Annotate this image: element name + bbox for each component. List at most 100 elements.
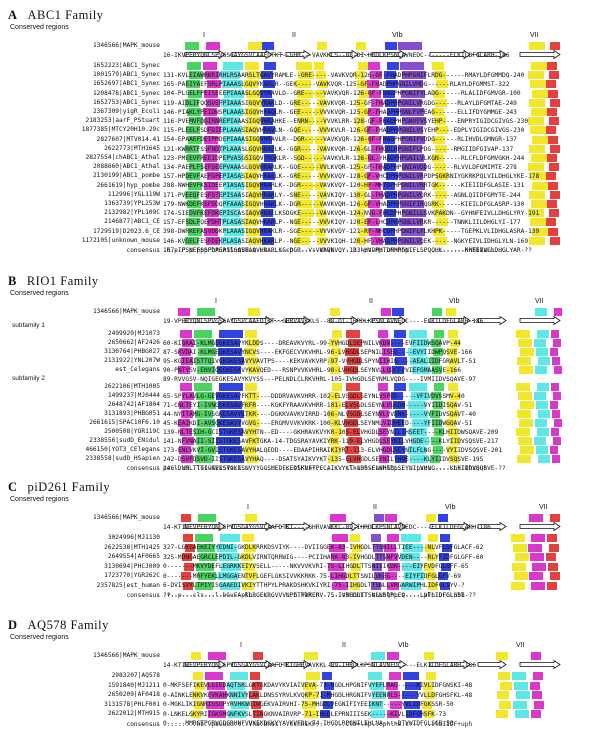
residue-block	[531, 710, 541, 718]
subfamily-label: subfamily 1	[12, 322, 45, 329]
residue-block	[547, 581, 557, 590]
residue-color-blocks	[0, 80, 612, 89]
sequence-residues: 115-PLEELFSDFDIEPLAAASIAQVHRAVLN--GQE---…	[163, 127, 525, 135]
residue-block	[448, 428, 458, 436]
sequence-label: 2130199|ABC1_pombe	[92, 172, 160, 180]
residue-block	[496, 710, 508, 718]
residue-color-blocks	[0, 172, 612, 181]
residue-block	[186, 172, 200, 181]
residue-block	[550, 572, 560, 580]
residue-color-blocks	[0, 154, 612, 162]
sequence-residues: 44-NYITAMG-IVSGKESAVYKTKR----DGKKVAVKVIR…	[163, 411, 476, 418]
residue-block	[385, 190, 397, 199]
residue-block	[424, 652, 434, 660]
sequence-label: 3024996|MJ1130	[107, 534, 160, 541]
residue-block	[432, 419, 442, 427]
residue-block	[547, 534, 557, 542]
residue-block	[207, 172, 221, 181]
region-label: VIb	[392, 32, 403, 39]
residue-block	[531, 154, 547, 162]
beta-strand-arrow	[519, 316, 561, 325]
beta-strand-arrow	[519, 660, 561, 669]
residue-block	[520, 446, 534, 454]
residue-block	[549, 71, 559, 80]
residue-block	[394, 330, 406, 338]
residue-block	[247, 163, 261, 172]
residue-block	[358, 62, 368, 70]
residue-block	[331, 446, 341, 454]
residue-block	[537, 383, 549, 391]
consensus-sequence: .........hb..pbLucu.c..Vhb.bhss...cchhIK…	[163, 720, 473, 728]
sequence-residues: 45-KEAIKDI-AVSGKESAVYVGVG----ERGMVVVKVKR…	[163, 420, 473, 427]
residue-block	[294, 236, 310, 245]
beta-strand-arrow	[519, 50, 561, 59]
region-label: VII	[539, 504, 548, 511]
residue-block	[436, 126, 448, 135]
residue-block	[221, 190, 241, 199]
residue-block	[314, 108, 324, 116]
beta-strand-arrow	[231, 522, 273, 531]
residue-block	[398, 190, 422, 199]
residue-block	[193, 672, 203, 680]
residue-block	[553, 437, 561, 445]
residue-block	[229, 691, 247, 699]
sequence-residues: 87-SKVDAI-KLMGEGKESAVYNCVS----EKFGECVVKV…	[163, 349, 473, 356]
sequence-residues: 131-KVLEIAWRKRIRHLRSAARSLTGAVYRAMLE--GRE…	[163, 72, 525, 79]
residue-block	[216, 437, 240, 445]
residue-block	[208, 710, 226, 718]
residue-block	[554, 419, 562, 427]
residue-block	[449, 357, 459, 365]
sequence-label: 1499237|MJ0444	[107, 392, 160, 399]
residue-color-blocks	[0, 553, 612, 561]
family-name: RIO1 Family	[26, 274, 99, 288]
residue-block	[368, 672, 382, 680]
residue-block	[399, 126, 423, 135]
residue-block	[306, 672, 320, 680]
residue-block	[246, 455, 258, 463]
residue-block	[219, 383, 243, 391]
residue-block	[230, 672, 248, 680]
sequence-label: 2622538|MTH1425	[104, 543, 160, 551]
residue-block	[538, 410, 550, 418]
residue-block	[389, 672, 401, 680]
residue-block	[355, 163, 365, 172]
residue-block	[548, 562, 558, 571]
residue-block	[205, 117, 219, 126]
residue-block	[262, 236, 274, 245]
residue-block	[317, 236, 327, 245]
residue-block	[188, 89, 202, 98]
residue-block	[263, 172, 275, 181]
residue-block	[346, 330, 360, 338]
residue-block	[207, 681, 225, 690]
residue-block	[245, 514, 257, 522]
residue-block	[402, 163, 426, 172]
sequence-residues: 0-LNKELGKYRIIGKSMGNFKVSLTINGKNVAIRVRP-71…	[163, 710, 447, 718]
residue-block	[553, 392, 561, 400]
residue-block	[381, 366, 391, 374]
residue-block	[402, 117, 426, 126]
consensus-label: consensus	[126, 247, 160, 254]
residue-block	[384, 71, 396, 80]
residue-block	[318, 218, 328, 227]
sequence-residues: 60-KIGKAI-KLMGEGKESAVYKLDDS----DREAVKVYR…	[163, 340, 462, 347]
residue-block	[432, 154, 444, 162]
residue-block	[294, 98, 310, 107]
residue-block	[386, 218, 398, 227]
residue-block	[395, 455, 407, 463]
residue-block	[511, 534, 525, 542]
residue-block	[207, 80, 221, 89]
residue-block	[243, 562, 255, 571]
sequence-residues: 16-IKVPERYQNLSPVGSGAYGSVCAAFDTKT--GHR---…	[163, 52, 510, 59]
residue-block	[520, 401, 534, 409]
residue-block	[410, 455, 428, 463]
residue-block	[220, 71, 240, 80]
residue-block	[330, 366, 340, 374]
residue-block	[548, 135, 558, 144]
residue-block	[348, 339, 362, 347]
